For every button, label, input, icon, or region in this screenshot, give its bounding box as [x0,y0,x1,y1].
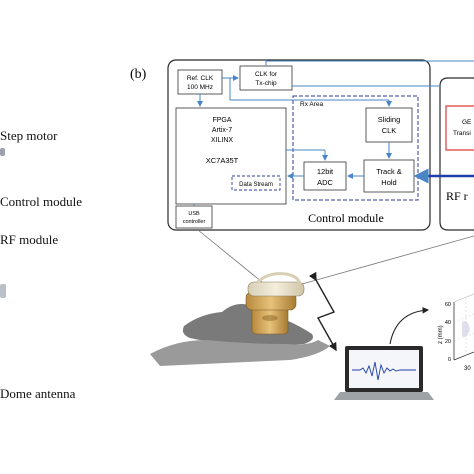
laptop-to-image-arrow [389,307,430,345]
fpga-label-4: XC7A35T [206,156,239,165]
fpga-label-3: XILINX [211,137,234,144]
z-tick-60: 60 [445,302,451,308]
fpga-label-1: FPGA [212,117,231,124]
sliding-clk-label-2: CLK [382,126,397,135]
sliding-clk-block [365,107,413,143]
z-tick-40: 40 [445,320,451,326]
control-module-label: Control module [0,194,82,209]
rf-module-label: RF module [0,232,59,247]
x-tick-partial: 30 [464,366,471,372]
projection-line-left [197,229,263,283]
usb-label-1: USB [188,211,200,217]
track-hold-label-1: Track & [376,167,402,176]
z-tick-20: 20 [445,339,451,345]
data-stream-block [231,175,281,191]
data-stream-label: Data Stream [239,182,273,188]
z-tick-0: 0 [448,357,451,363]
control-module-frame [167,59,431,231]
3d-image-plot [453,293,474,361]
track-hold-block [363,159,415,193]
laptop-icon [334,346,434,400]
clk-tx-label-2: Tx-chip [255,80,277,87]
z-axis-label: z (mm) [438,325,444,344]
sliding-clk-label-1: Sliding [378,115,401,124]
fpga-label-2: Artix-7 [212,127,232,134]
rf-module-partial-label: RF r [446,189,468,203]
clk-tx-label-1: CLK for [255,71,278,78]
rx-area-label: Rx Area [300,101,324,108]
track-hold-label-2: Hold [381,178,396,187]
adc-label-2: ADC [317,178,333,187]
rx-area-box [292,95,419,201]
control-module-caption: Control module [308,211,384,225]
dome-antenna-device [245,272,305,335]
rf-module-icon [0,284,6,298]
patient-body [150,340,330,366]
ref-clk-label-1: Ref. CLK [187,75,214,82]
adc-label-1: 12bit [317,167,334,176]
ref-clk-label-2: 100 MHz [187,84,213,91]
clk-tx-block [239,65,293,91]
projection-line-right [301,235,474,285]
wireless-link-icon [308,271,337,352]
patient-silhouette [182,304,313,345]
step-motor-label: Step motor [0,128,58,143]
dome-antenna-label: Dome antenna [0,386,76,401]
waveform-trace [352,361,416,381]
gen-transistor-block [445,105,474,151]
panel-label: (b) [130,67,147,82]
rf-partial-label-2: Transi [453,130,471,137]
step-motor-icon [0,148,5,156]
rf-partial-label-1: GE [462,119,472,126]
rf-module-frame [439,77,474,231]
usb-label-2: controller [183,219,206,225]
